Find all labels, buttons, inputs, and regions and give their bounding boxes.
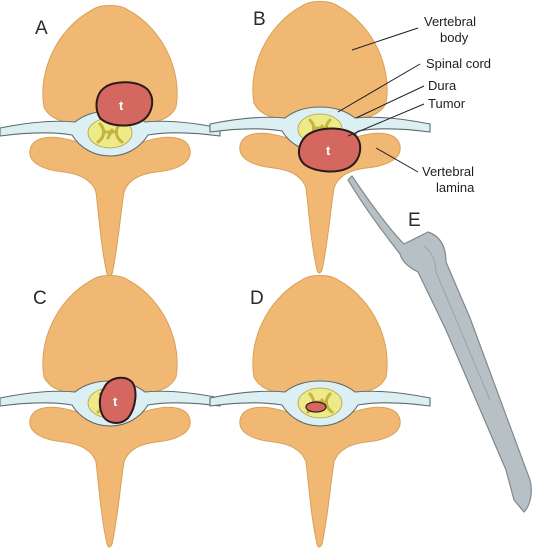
tumor-d	[306, 402, 326, 412]
tumor-symbol-c: t	[113, 394, 118, 409]
label-vertebral-body-line1: Vertebral	[424, 14, 476, 29]
label-vertebral-lamina-line2: lamina	[436, 180, 475, 195]
panel-d: D	[210, 276, 430, 548]
panel-letter-e: E	[408, 210, 421, 231]
label-vertebral-lamina-line1: Vertebral	[422, 164, 474, 179]
panel-b: B t Vertebral body Spinal cord Dura Tumo…	[210, 2, 491, 274]
label-tumor: Tumor	[428, 96, 466, 111]
vertebra-a	[0, 6, 220, 278]
panel-letter-d: D	[250, 288, 264, 309]
tumor-c	[100, 378, 136, 423]
panel-letter-c: C	[33, 288, 47, 309]
tumor-symbol-b: t	[326, 143, 331, 158]
panel-letter-b: B	[253, 9, 266, 30]
label-vertebral-body-line2: body	[440, 30, 469, 45]
panel-a: A t	[0, 6, 220, 278]
label-spinal-cord: Spinal cord	[426, 56, 491, 71]
tumor-a	[97, 82, 153, 125]
panel-letter-a: A	[35, 18, 48, 39]
panel-c: C t	[0, 276, 220, 548]
tumor-symbol-a: t	[119, 98, 124, 113]
label-dura: Dura	[428, 78, 457, 93]
